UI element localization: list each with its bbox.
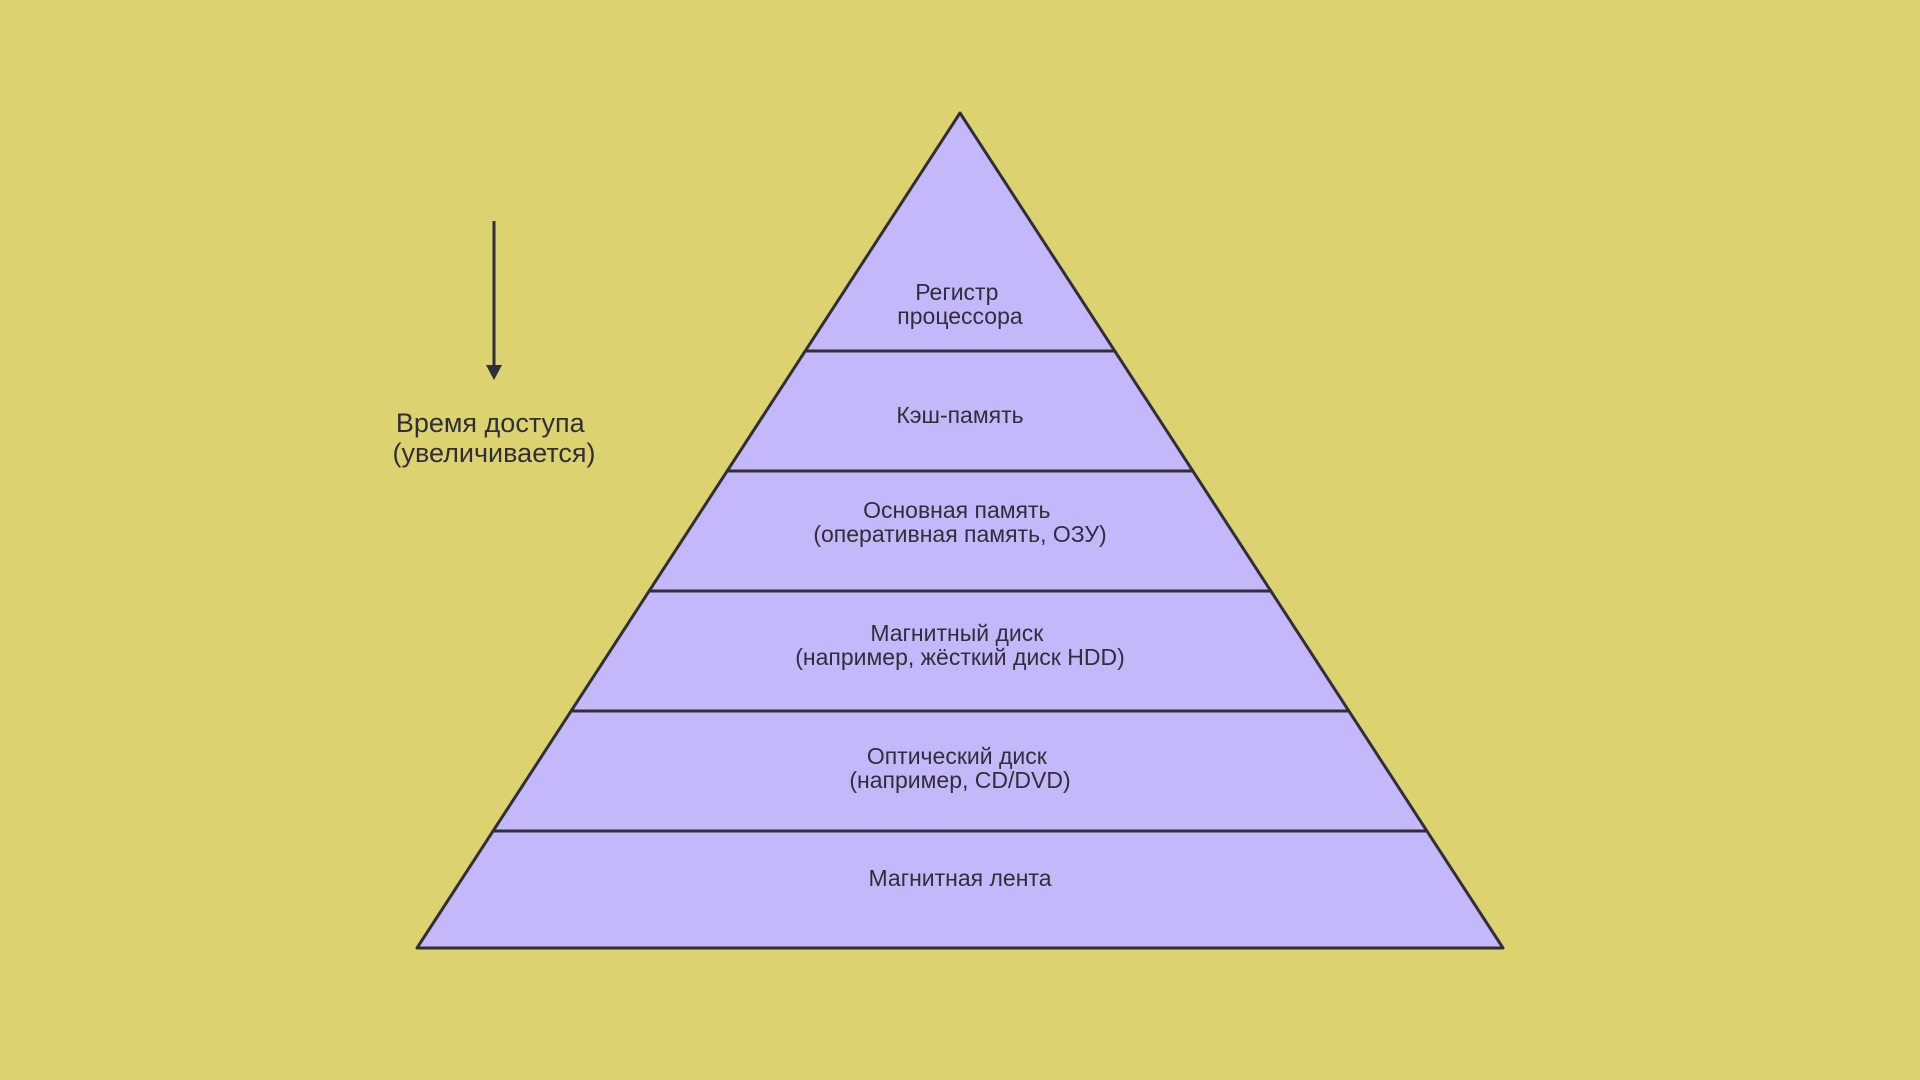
level-cpu-register-line-1: Регистр bbox=[915, 279, 998, 305]
level-magnetic-disk-line-2: (например, жёсткий диск HDD) bbox=[795, 644, 1125, 670]
pyramid-body bbox=[415, 111, 1505, 950]
level-magnetic-tape-line-1: Магнитная лента bbox=[868, 865, 1051, 891]
level-main-memory-line-2: (оперативная память, ОЗУ) bbox=[813, 521, 1106, 547]
access-time-label-line-1: Время доступа bbox=[396, 408, 586, 438]
level-cache-line-1: Кэш-память bbox=[896, 402, 1023, 428]
level-main-memory-line-1: Основная память bbox=[863, 497, 1050, 523]
level-main-memory: Основная память (оперативная память, ОЗУ… bbox=[813, 497, 1106, 547]
level-optical-disk-line-2: (например, CD/DVD) bbox=[849, 767, 1070, 793]
access-time-indicator: Время доступа (увеличивается) bbox=[393, 221, 596, 468]
pyramid: Регистр процессора Кэш-память Основная п… bbox=[415, 111, 1505, 950]
access-time-label-line-2: (увеличивается) bbox=[393, 438, 596, 468]
level-cache: Кэш-память bbox=[896, 402, 1023, 428]
level-optical-disk: Оптический диск (например, CD/DVD) bbox=[849, 743, 1070, 793]
arrow-head bbox=[486, 365, 502, 380]
level-magnetic-tape: Магнитная лента bbox=[868, 865, 1051, 891]
level-magnetic-disk: Магнитный диск (например, жёсткий диск H… bbox=[795, 620, 1125, 670]
level-magnetic-disk-line-1: Магнитный диск bbox=[870, 620, 1044, 646]
level-optical-disk-line-1: Оптический диск bbox=[867, 743, 1048, 769]
access-time-label: Время доступа (увеличивается) bbox=[393, 408, 596, 468]
level-cpu-register-line-2: процессора bbox=[897, 303, 1023, 329]
level-cpu-register: Регистр процессора bbox=[897, 279, 1023, 329]
